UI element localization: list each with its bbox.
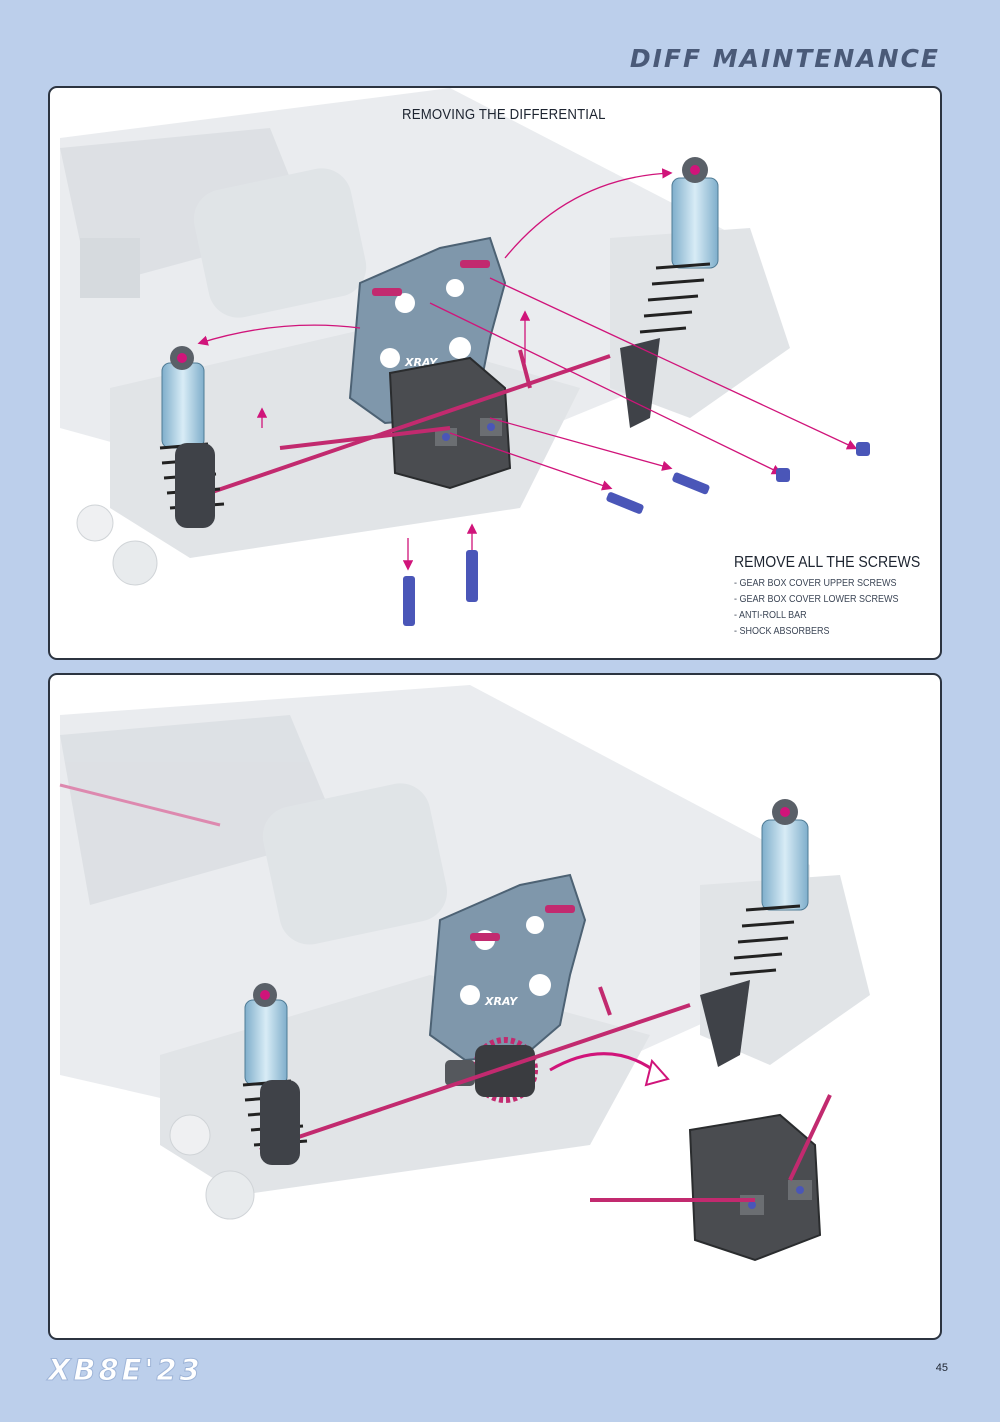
- removed-gearbox-cover: [590, 1094, 832, 1262]
- bracket-logo: XRAY: [484, 995, 518, 1008]
- step-panel-removing-differential: XRAY: [48, 86, 942, 660]
- step-title: REMOVING THE DIFFERENTIAL: [402, 106, 606, 123]
- tower-mount-screws: [372, 260, 490, 296]
- removed-screws: [403, 442, 870, 626]
- gearbox-cover: [388, 356, 512, 490]
- shock-absorber-left: [242, 983, 308, 1165]
- anti-roll-bar: [179, 349, 611, 505]
- shock-absorber-right: [620, 157, 719, 428]
- shock-absorber-left: [159, 346, 225, 528]
- instruction-item: - ANTI-ROLL BAR: [734, 610, 807, 621]
- instructions-block: REMOVE ALL THE SCREWS - GEAR BOX COVER U…: [734, 554, 940, 640]
- nut-upper-right: [856, 442, 870, 456]
- exploded-diff-illustration: XRAY: [60, 88, 870, 626]
- page-number: 45: [935, 1362, 948, 1374]
- tower-mount-screws: [470, 905, 575, 941]
- instruction-item: - SHOCK ABSORBERS: [734, 626, 830, 637]
- instructions-list: - GEAR BOX COVER UPPER SCREWS - GEAR BOX…: [734, 576, 940, 640]
- brand-logo: XB8E'23: [48, 1353, 203, 1388]
- instructions-title: REMOVE ALL THE SCREWS: [734, 554, 921, 571]
- instruction-item: - GEAR BOX COVER LOWER SCREWS: [734, 594, 899, 605]
- anti-roll-bar: [259, 986, 691, 1152]
- shock-tower-bracket: XRAY: [428, 873, 587, 1062]
- diff-removal-illustration: XRAY: [59, 685, 870, 1262]
- page-header-title: DIFF MAINTENANCE: [629, 44, 940, 73]
- shock-absorber-right: [700, 799, 809, 1067]
- exploded-arrows: [197, 168, 858, 571]
- nut-upper-left: [776, 468, 790, 482]
- rotation-arrow-icon: [549, 1052, 670, 1087]
- step-panel-diff-removed: XRAY: [48, 673, 942, 1340]
- instruction-item: - GEAR BOX COVER UPPER SCREWS: [734, 578, 897, 589]
